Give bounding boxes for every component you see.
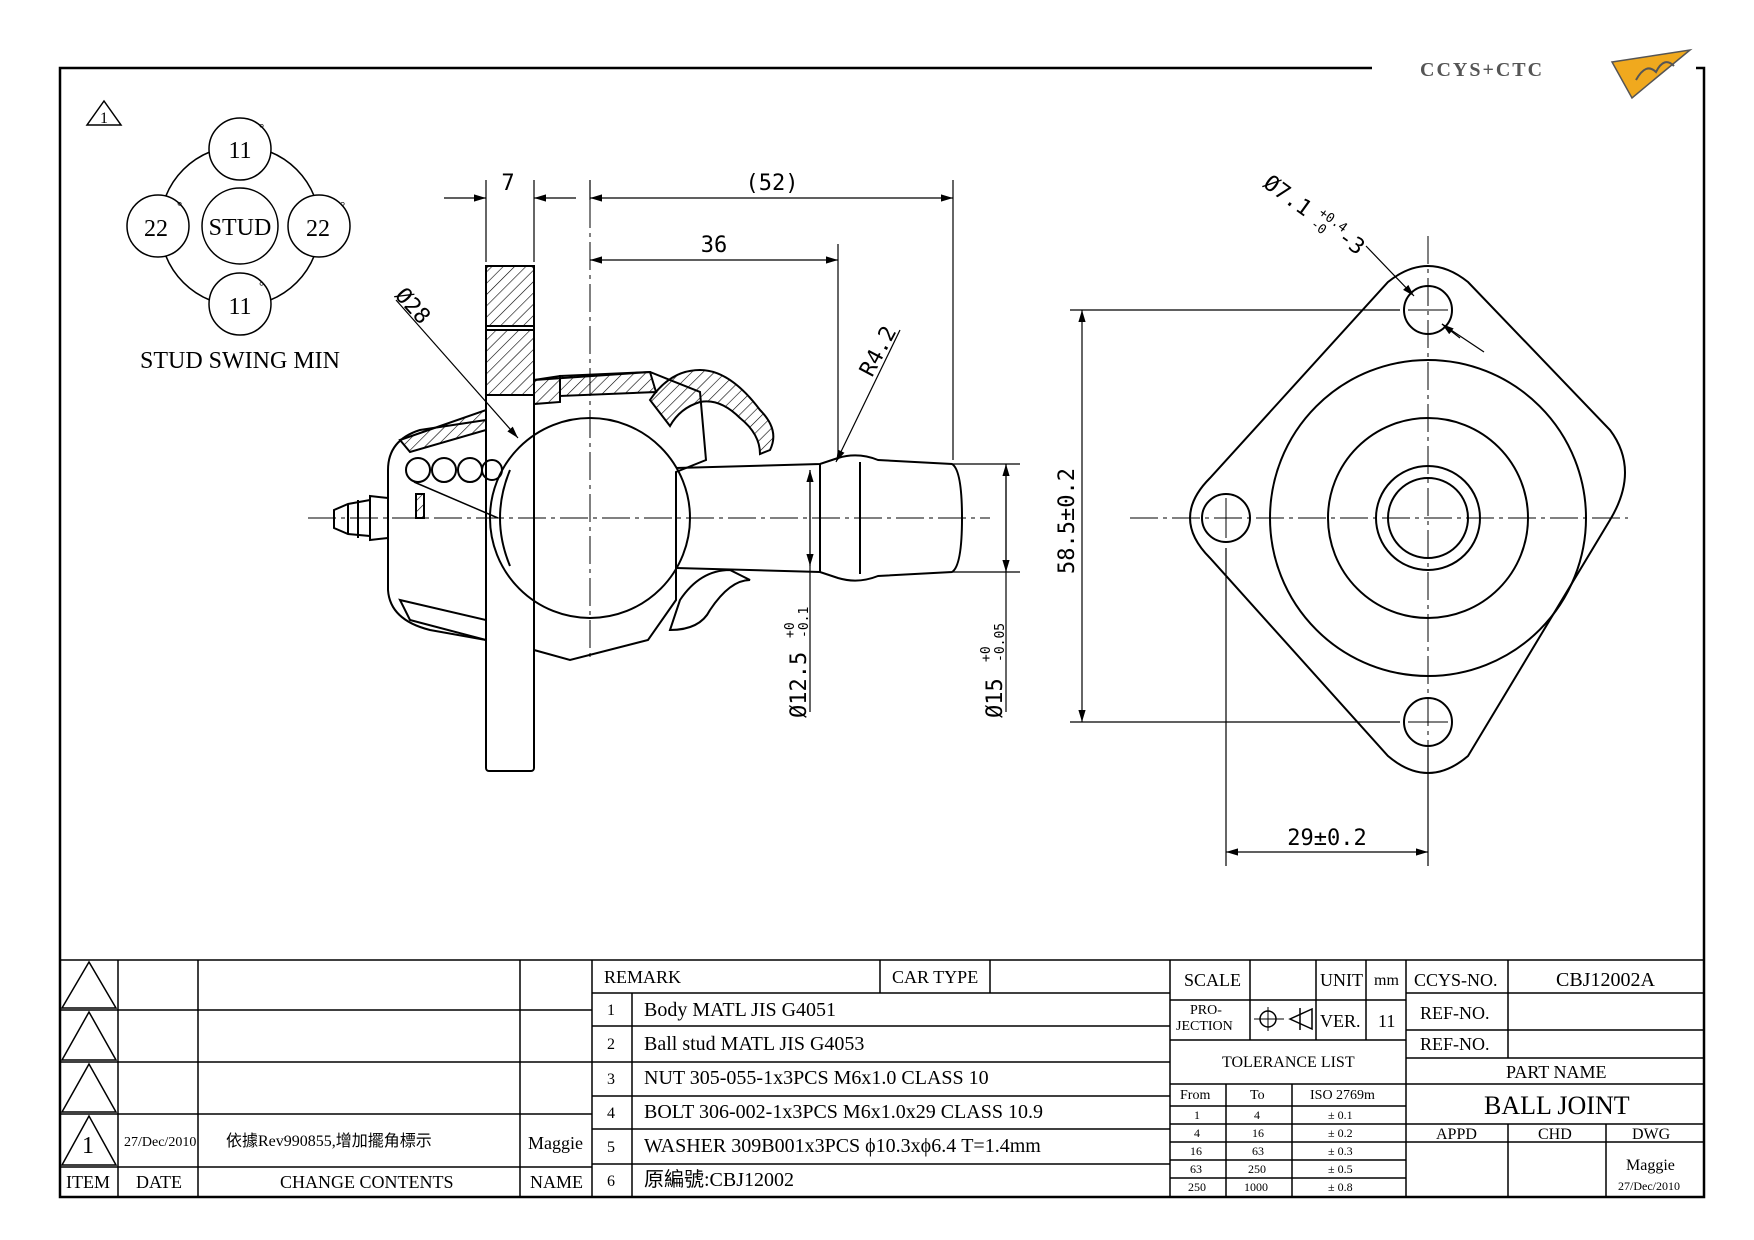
side-view-dimensions <box>395 180 1020 712</box>
stud-swing-diagram <box>126 117 351 336</box>
swing-center-label: STUD <box>209 215 272 241</box>
svg-text:1: 1 <box>100 110 108 127</box>
revision-triangle-icon: 1 <box>85 99 123 127</box>
front-view <box>1130 236 1628 804</box>
svg-text:-0.1: -0.1 <box>797 607 812 638</box>
swing-right-value: 22 <box>306 216 330 242</box>
svg-text:°: ° <box>259 120 264 135</box>
swing-left-value: 22 <box>144 216 168 242</box>
dim-52: (52) <box>746 171 799 196</box>
dim-phi28: Ø28 <box>390 283 435 329</box>
swing-caption: STUD SWING MIN <box>140 348 340 374</box>
dim-phi7-1: Ø7.1 <box>1258 171 1316 222</box>
front-view-dimensions <box>1070 245 1485 866</box>
svg-text:-0.05: -0.05 <box>993 623 1008 662</box>
logo-text: CCYS+CTC <box>1420 59 1544 81</box>
svg-text:+0: +0 <box>783 622 798 638</box>
swing-top-value: 11 <box>228 138 251 164</box>
svg-text:°: ° <box>259 278 264 293</box>
dim-29: 29±0.2 <box>1287 826 1366 851</box>
side-section-view <box>308 200 990 772</box>
dim-36: 36 <box>701 233 728 258</box>
drawing-frame <box>58 66 1706 1199</box>
svg-text:-0: -0 <box>1307 217 1328 238</box>
company-logo: CCYS+CTC <box>1420 48 1693 100</box>
dim-58-5: 58.5±0.2 <box>1055 468 1080 574</box>
svg-text:+0: +0 <box>979 646 994 662</box>
swing-bottom-value: 11 <box>228 294 251 320</box>
dim-phi12-5: Ø12.5 <box>787 652 812 718</box>
dim-7: 7 <box>501 171 514 196</box>
svg-text:°: ° <box>340 198 345 213</box>
dim-r42: R4.2 <box>855 322 902 381</box>
title-block-grid <box>60 959 1704 1197</box>
logo-emblem-icon <box>1610 48 1693 100</box>
svg-text:°: ° <box>177 198 182 213</box>
dim-phi15: Ø15 <box>983 678 1008 718</box>
